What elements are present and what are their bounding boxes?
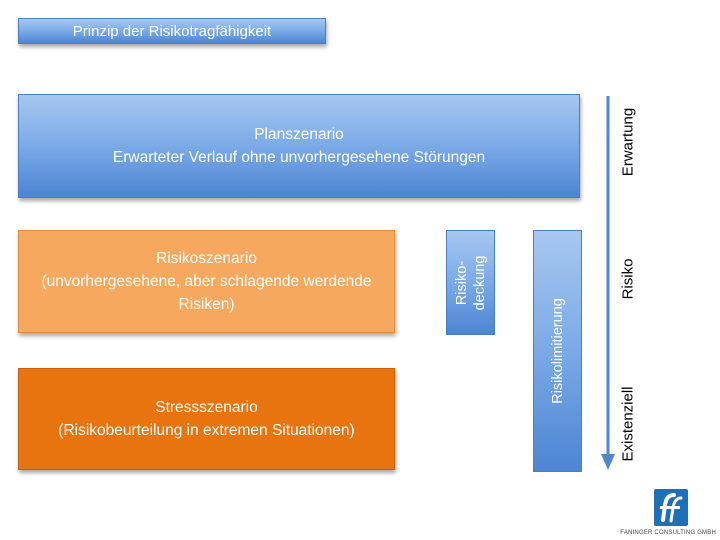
risk-scenario-box: Risikoszenario (unvorhergesehene, aber s… xyxy=(18,230,395,333)
risk-coverage-bar: Risiko- deckung xyxy=(446,230,495,335)
risk-coverage-line1: Risiko- xyxy=(453,260,470,305)
stress-scenario-heading: Stressszenario xyxy=(155,398,258,416)
risk-scenario-description-2: Risiken) xyxy=(178,296,235,314)
diagram-title-text: Prinzip der Risikotragfähigkeit xyxy=(72,23,272,40)
down-arrow-icon xyxy=(601,96,615,470)
axis-label-expectation: Erwartung xyxy=(619,107,637,177)
risk-coverage-line2: deckung xyxy=(471,255,488,310)
risk-limitation-bar: Risikolimitierung xyxy=(533,230,582,472)
risk-limitation-label: Risikolimitierung xyxy=(549,298,566,404)
f-logo-icon xyxy=(660,493,683,523)
risk-scenario-heading: Risikoszenario xyxy=(156,249,257,267)
axis-label-risk: Risiko xyxy=(619,258,637,300)
plan-scenario-box: Planszenario Erwarteter Verlauf ohne unv… xyxy=(18,94,580,198)
plan-scenario-description: Erwarteter Verlauf ohne unvorhergesehene… xyxy=(112,149,486,166)
risk-scenario-description-1: (unvorhergesehene, aber schlagende werde… xyxy=(41,272,372,290)
stress-scenario-description: (Risikobeurteilung in extremen Situation… xyxy=(58,422,355,439)
logo-caption: FANINGER CONSULTING GMBH xyxy=(620,530,716,536)
plan-scenario-heading: Planszenario xyxy=(254,125,344,143)
risk-coverage-label: Risiko- deckung xyxy=(452,255,488,310)
stress-scenario-box: Stressszenario (Risikobeurteilung in ext… xyxy=(18,368,395,470)
company-logo xyxy=(654,489,688,526)
axis-label-existential: Existenziell xyxy=(619,386,637,462)
diagram-title: Prinzip der Risikotragfähigkeit xyxy=(18,18,326,44)
